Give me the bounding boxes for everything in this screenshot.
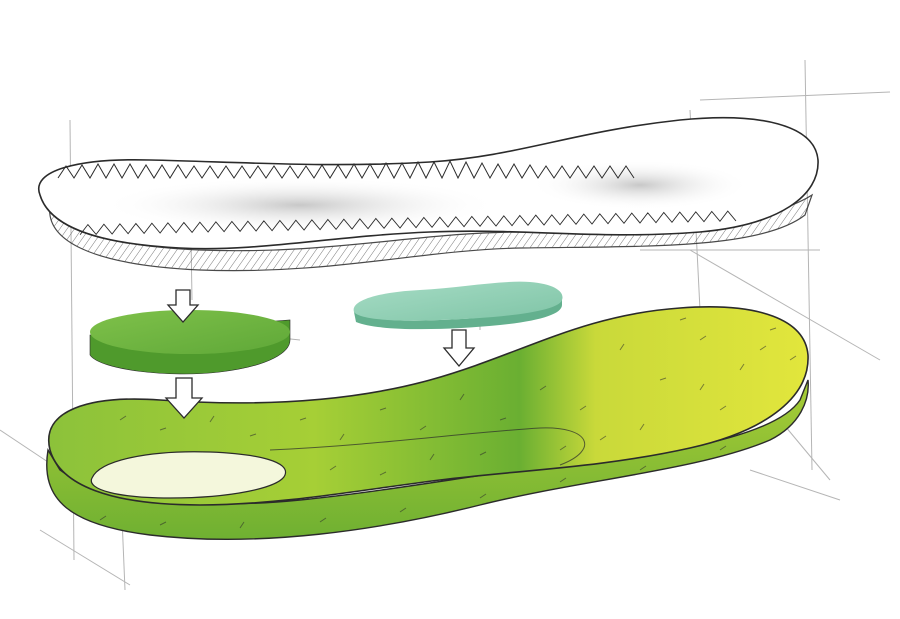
down-arrow-icon (164, 377, 204, 419)
down-arrow-icon (442, 329, 476, 368)
foam-texture (99, 317, 797, 529)
arrow-forefoot-pad-down (442, 329, 476, 368)
forefoot-pad-top (353, 281, 563, 321)
insole-base-heel-opening (90, 451, 287, 499)
insole-base-side-wall (46, 379, 809, 541)
top-cover-zigzag-edge (57, 159, 635, 180)
insole-base (46, 306, 809, 541)
top-cover-side (49, 193, 814, 272)
down-arrow-icon (166, 289, 200, 323)
top-cover-shading (100, 177, 500, 233)
forefoot-pad (353, 281, 563, 330)
insole-base-arch-ridge (269, 427, 585, 466)
arrow-heel-pad-into-base (164, 377, 204, 419)
forefoot-pad-side (354, 297, 562, 330)
heel-pad-top (90, 310, 290, 354)
top-cover-layer (37, 116, 819, 272)
heel-cushion-pad (89, 310, 291, 375)
top-cover-zigzag-edge (79, 210, 737, 236)
top-cover-shading (530, 160, 750, 210)
arrow-heel-pad-down (166, 289, 200, 323)
